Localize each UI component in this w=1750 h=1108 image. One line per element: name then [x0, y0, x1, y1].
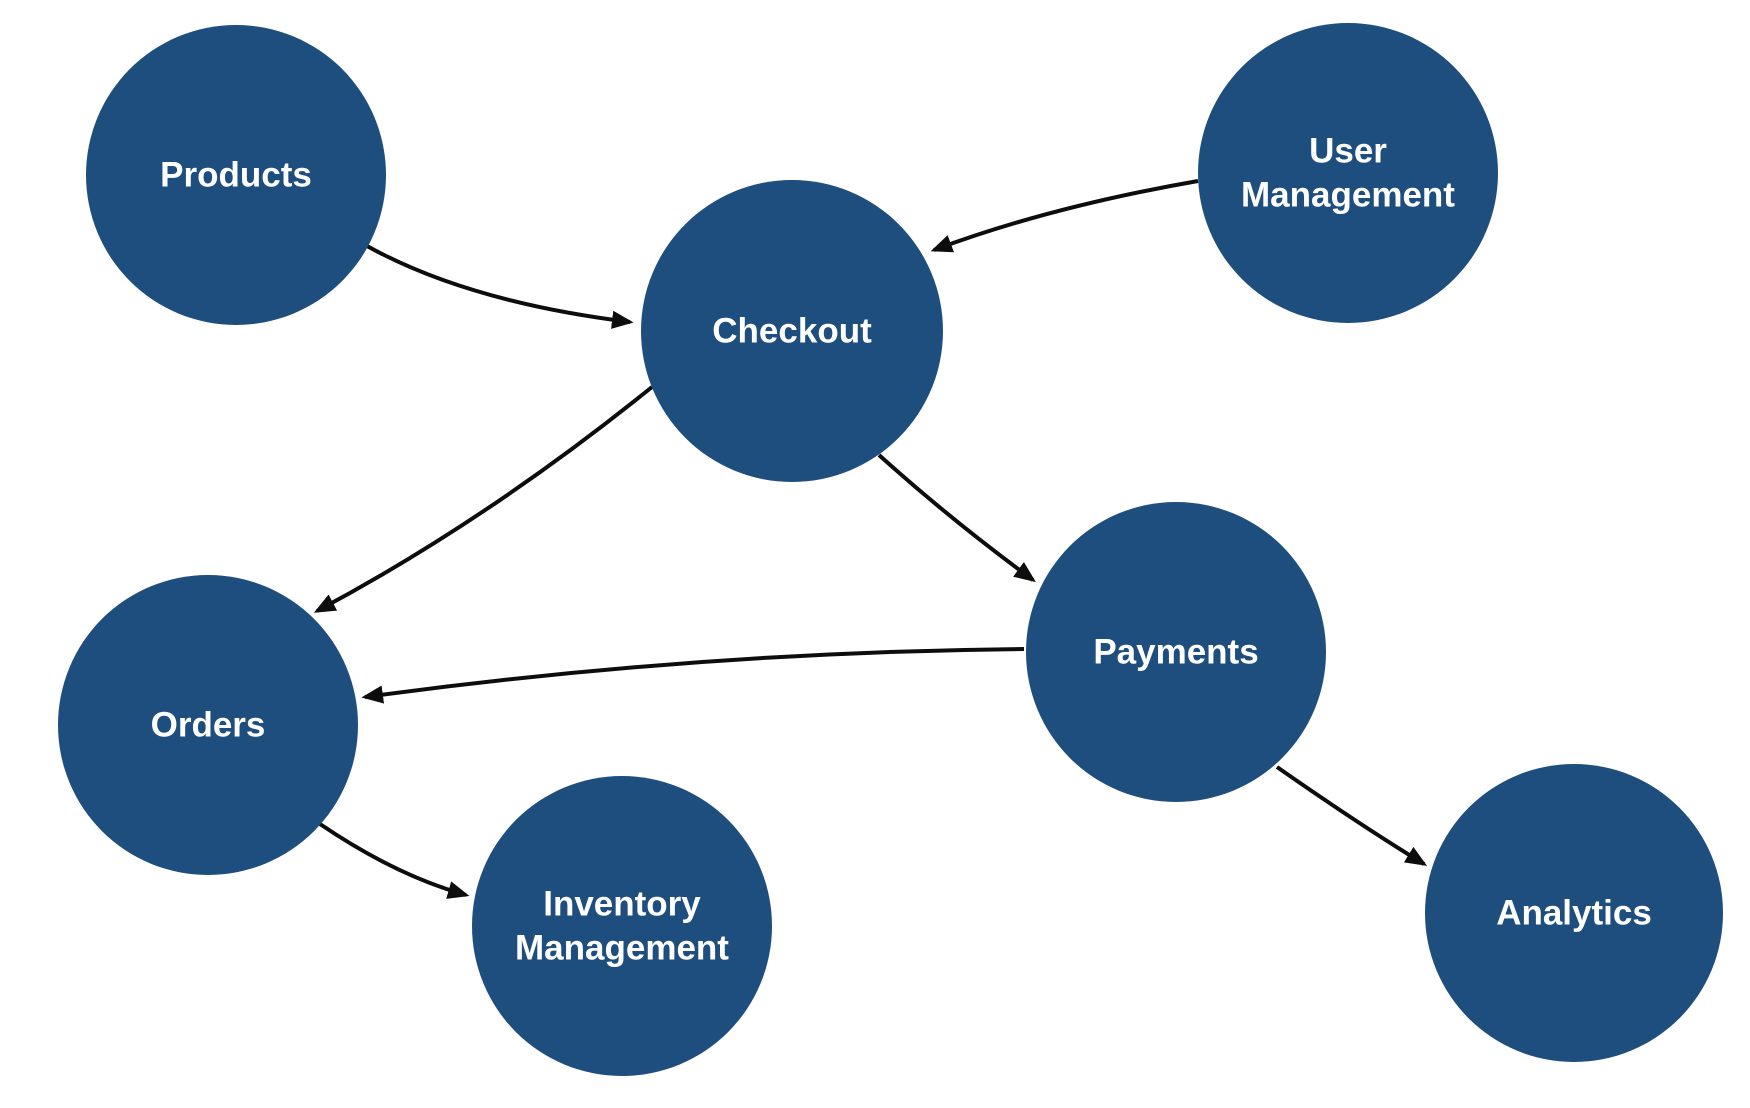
node-orders-circle[interactable]	[58, 575, 358, 875]
node-user-management-circle[interactable]	[1198, 23, 1498, 323]
node-user-management-label-line-0: User	[1309, 132, 1387, 171]
node-checkout-circle[interactable]	[641, 180, 943, 482]
node-checkout-label: Checkout	[712, 312, 872, 351]
node-checkout[interactable]: Checkout	[641, 180, 943, 482]
node-inventory-management-label-line-1: Management	[515, 929, 729, 968]
node-analytics-label-line-0: Analytics	[1496, 894, 1652, 933]
edge-checkout-to-orders	[313, 385, 654, 613]
node-analytics-label: Analytics	[1496, 894, 1652, 933]
node-products-label-line-0: Products	[160, 156, 312, 195]
edge-products-to-checkout	[366, 244, 634, 329]
node-orders-label: Orders	[151, 706, 266, 745]
node-products-circle[interactable]	[86, 25, 386, 325]
node-orders[interactable]: Orders	[58, 575, 358, 875]
edge-user-management-to-checkout	[930, 179, 1199, 253]
node-orders-label-line-0: Orders	[151, 706, 266, 745]
node-inventory-management-label-line-0: Inventory	[543, 885, 701, 924]
node-inventory-management-circle[interactable]	[472, 776, 772, 1076]
node-payments[interactable]: Payments	[1026, 502, 1326, 802]
node-products[interactable]: Products	[86, 25, 386, 325]
node-checkout-label-line-0: Checkout	[712, 312, 872, 351]
node-analytics[interactable]: Analytics	[1425, 764, 1723, 1062]
edge-orders-to-inventory-management	[318, 822, 470, 899]
node-user-management-label-line-1: Management	[1241, 176, 1455, 215]
node-analytics-circle[interactable]	[1425, 764, 1723, 1062]
edges-layer	[313, 179, 1428, 899]
node-payments-circle[interactable]	[1026, 502, 1326, 802]
node-products-label: Products	[160, 156, 312, 195]
edge-checkout-to-payments	[877, 453, 1036, 583]
edge-payments-to-orders	[361, 647, 1025, 704]
node-payments-label-line-0: Payments	[1093, 633, 1258, 672]
node-payments-label: Payments	[1093, 633, 1258, 672]
edge-payments-to-analytics	[1275, 765, 1428, 866]
